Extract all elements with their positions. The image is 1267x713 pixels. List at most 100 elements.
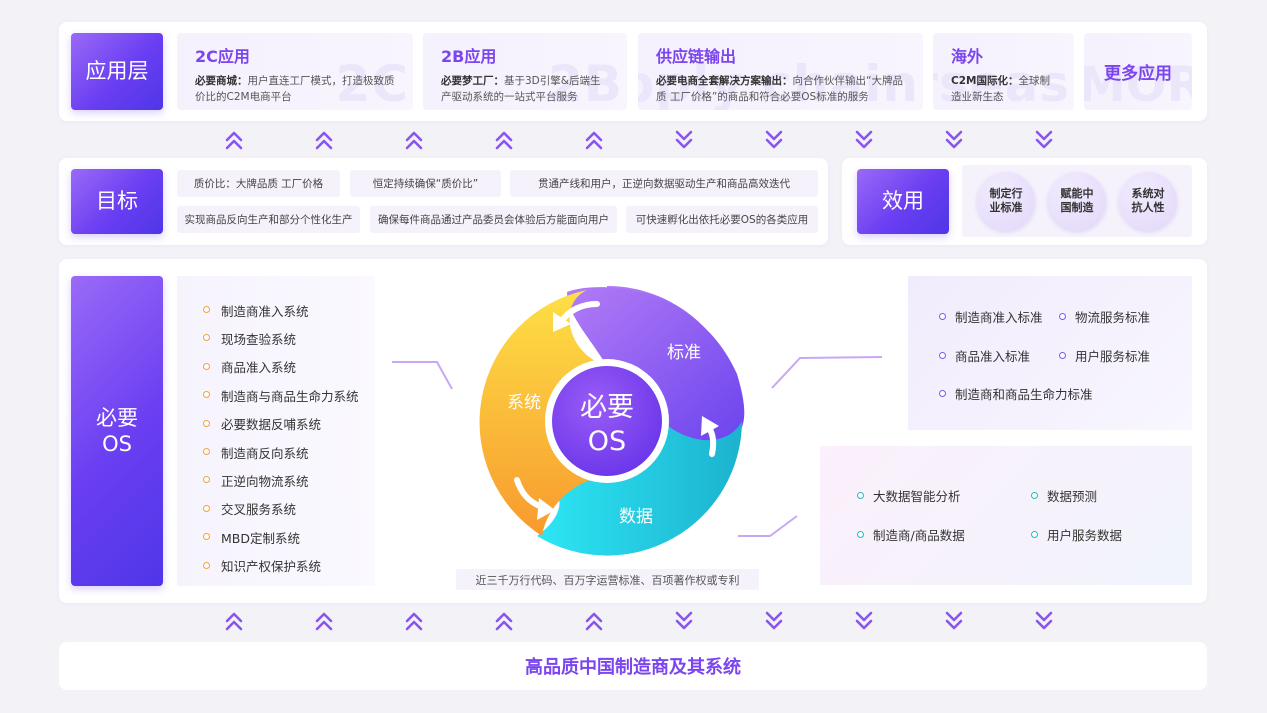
- goals-label: 目标: [96, 189, 138, 214]
- system-item-text: 知识产权保护系统: [221, 559, 322, 575]
- data-item-text: 数据预测: [1047, 489, 1098, 504]
- cycle-center-line1: 必要: [580, 392, 634, 423]
- system-item-text: MBD定制系统: [221, 530, 300, 546]
- standard-item-text: 制造商和商品生命力标准: [955, 387, 1093, 402]
- double-chevron-down-icon: [1035, 129, 1053, 151]
- os-tag: 必要 OS: [71, 276, 163, 586]
- app-card-text: 全球制造业新生态: [951, 75, 1050, 103]
- system-item: 现场查验系统: [177, 324, 375, 352]
- bullet-icon: [1059, 352, 1066, 359]
- system-item-text: 必要数据反哺系统: [221, 417, 322, 433]
- cycle-label-data: 数据: [619, 507, 653, 527]
- app-card-2c[interactable]: 2C 2C应用 必要商城：用户直连工厂模式，打造极致质价比的C2M电商平台: [177, 33, 413, 110]
- cycle-center: [552, 366, 662, 476]
- app-card-description: C2M国际化：全球制造业新生态: [951, 73, 1056, 105]
- effect-item: 赋能中国制造: [1048, 172, 1106, 230]
- double-chevron-down-icon: [945, 129, 963, 151]
- cycle-segment-system: [479, 290, 607, 536]
- double-chevron-down-icon: [855, 610, 873, 632]
- app-card-title: 2C应用: [195, 47, 250, 66]
- cycle-center-line2: OS: [588, 426, 626, 457]
- bullet-icon: [203, 504, 210, 512]
- app-card-text: 用户直连工厂模式，打造极致质价比的C2M电商平台: [195, 75, 395, 103]
- system-item: 交叉服务系统: [177, 495, 375, 523]
- bullet-icon: [203, 533, 210, 541]
- double-chevron-up-icon: [585, 610, 603, 632]
- system-item-text: 制造商反向系统: [221, 445, 309, 461]
- os-label-line2: OS: [102, 432, 132, 456]
- goal-item-text: 确保每件商品通过产品委员会体验后方能面向用户: [378, 214, 609, 226]
- effect-item: 制定行业标准: [977, 172, 1035, 230]
- goal-item-text: 贯通产线和用户，正逆向数据驱动生产和商品高效迭代: [538, 178, 790, 190]
- standard-item-text: 制造商准入标准: [955, 310, 1043, 325]
- bullet-icon: [203, 419, 210, 427]
- goal-item: 恒定持续确保“质价比”: [350, 170, 501, 197]
- goal-item: 确保每件商品通过产品委员会体验后方能面向用户: [370, 206, 617, 233]
- system-item: 必要数据反哺系统: [177, 410, 375, 438]
- system-item-text: 现场查验系统: [221, 332, 297, 348]
- cycle-arrow-standard-head-icon: [701, 416, 719, 436]
- goal-item: 实现商品反向生产和部分个性化生产: [177, 206, 360, 233]
- foundation-bar: 高品质中国制造商及其系统: [59, 642, 1207, 690]
- effect-item-text: 赋能中国制造: [1060, 187, 1094, 214]
- app-card-overseas[interactable]: Overseas 海外 C2M国际化：全球制造业新生态: [933, 33, 1074, 110]
- more-apps-watermark: MORE: [1084, 57, 1192, 110]
- app-card-2b[interactable]: 2B 2B应用 必要梦工厂：基于3D引擎&后端生产驱动系统的一站式平台服务: [423, 33, 627, 110]
- standards-box: [908, 276, 1192, 430]
- bullet-icon: [203, 306, 210, 313]
- data-item: 大数据智能分析: [857, 486, 961, 505]
- bullet-icon: [203, 391, 210, 399]
- standard-item: 制造商准入标准: [939, 307, 1043, 326]
- app-card-title: 海外: [951, 47, 984, 66]
- more-apps-card[interactable]: MORE 更多应用: [1084, 33, 1192, 110]
- app-card-title: 2B应用: [441, 47, 497, 66]
- effects-label: 效用: [882, 189, 924, 214]
- double-chevron-down-icon: [945, 610, 963, 632]
- data-item-text: 用户服务数据: [1047, 528, 1123, 543]
- cycle-segment-standard-ext: [567, 287, 745, 446]
- application-layer-tag: 应用层: [71, 33, 163, 110]
- effect-item: 系统对抗人性: [1119, 172, 1177, 230]
- app-card-supply-chain[interactable]: Supply chain 供应链输出 必要电商全套解决方案输出：向合作伙伴输出“…: [638, 33, 923, 110]
- double-chevron-up-icon: [315, 610, 333, 632]
- bullet-icon: [857, 531, 864, 538]
- app-card-title: 供应链输出: [656, 47, 737, 66]
- goal-item-text: 实现商品反向生产和部分个性化生产: [184, 214, 353, 226]
- bullet-icon: [203, 362, 210, 370]
- double-chevron-down-icon: [855, 129, 873, 151]
- cycle-label-standard: 标准: [667, 343, 701, 363]
- more-apps-label: 更多应用: [1104, 64, 1172, 84]
- double-chevron-up-icon: [495, 610, 513, 632]
- bullet-icon: [203, 334, 210, 342]
- os-caption-text: 近三千万行代码、百万字运营标准、百项著作权或专利: [475, 573, 740, 587]
- effect-item-text: 制定行业标准: [989, 187, 1023, 214]
- data-item-text: 制造商/商品数据: [873, 528, 965, 543]
- app-card-highlight: 必要商城：: [195, 75, 248, 87]
- goal-item-text: 恒定持续确保“质价比”: [372, 178, 479, 190]
- standard-item: 物流服务标准: [1059, 307, 1150, 326]
- system-item-text: 正逆向物流系统: [221, 474, 309, 490]
- standard-item: 用户服务标准: [1059, 346, 1150, 365]
- systems-list: 制造商准入系统现场查验系统商品准入系统制造商与商品生命力系统必要数据反哺系统制造…: [177, 276, 375, 586]
- system-item-text: 制造商与商品生命力系统: [221, 388, 359, 404]
- standard-item-text: 商品准入标准: [955, 349, 1031, 364]
- bullet-icon: [1059, 313, 1066, 320]
- cycle-segment-data: [537, 421, 742, 556]
- goals-tag: 目标: [71, 169, 163, 234]
- goal-item: 质价比：大牌品质 工厂价格: [177, 170, 340, 197]
- double-chevron-up-icon: [405, 610, 423, 632]
- goal-item: 可快速孵化出依托必要OS的各类应用: [626, 206, 818, 233]
- effect-item-text: 系统对抗人性: [1131, 187, 1165, 214]
- system-item: 制造商与商品生命力系统: [177, 381, 375, 409]
- bullet-icon: [939, 313, 946, 320]
- bullet-icon: [1031, 492, 1038, 499]
- bullet-icon: [203, 447, 210, 455]
- double-chevron-up-icon: [585, 129, 603, 151]
- application-layer-label: 应用层: [85, 59, 149, 84]
- double-chevron-up-icon: [495, 129, 513, 151]
- double-chevron-down-icon: [765, 610, 783, 632]
- data-item-text: 大数据智能分析: [873, 489, 961, 504]
- os-cycle-diagram: 系统 标准 数据 必要 OS: [479, 286, 745, 556]
- standard-item: 制造商和商品生命力标准: [939, 384, 1093, 403]
- bullet-icon: [1031, 531, 1038, 538]
